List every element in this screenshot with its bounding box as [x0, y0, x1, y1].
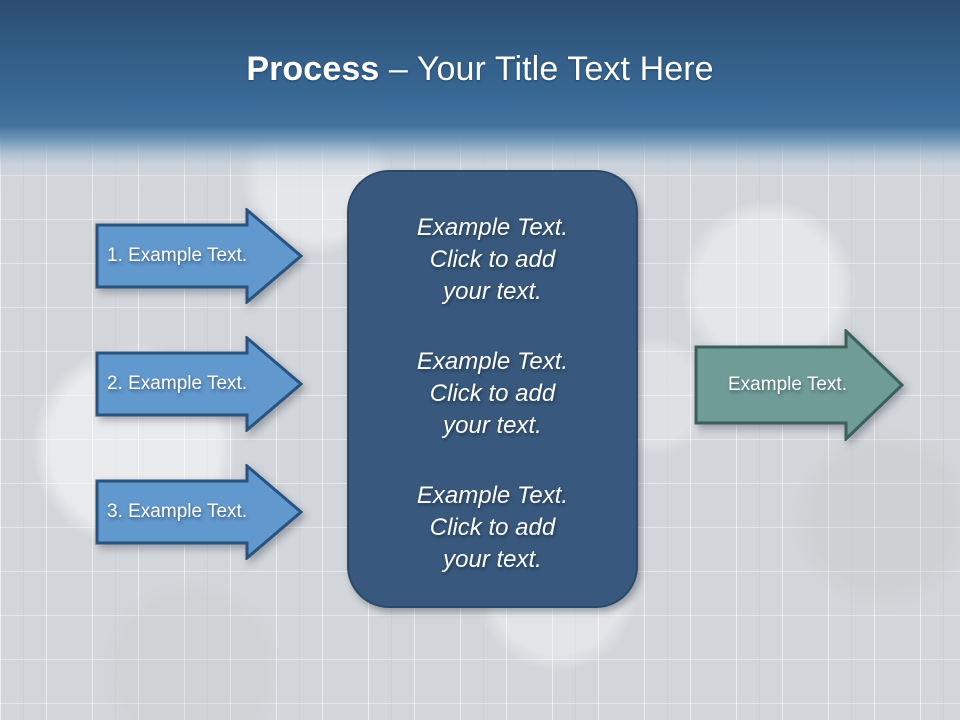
arrow-right-blue-icon: [95, 464, 303, 560]
center-text-block-2: Example Text. Click to add your text.: [416, 348, 569, 439]
page-title-bold: Process: [246, 50, 380, 88]
center-text-block-3: Example Text. Click to add your text.: [416, 482, 569, 573]
page-title-rest: – Your Title Text Here: [379, 50, 714, 88]
center-text-block-1: Example Text. Click to add your text.: [416, 214, 569, 305]
result-arrow[interactable]: Example Text.: [694, 329, 904, 441]
process-arrow-3[interactable]: 3. Example Text.: [95, 464, 303, 560]
process-arrow-2[interactable]: 2. Example Text.: [95, 336, 303, 432]
header-band: [0, 0, 960, 190]
arrow-right-blue-icon: [95, 336, 303, 432]
arrow-right-green-icon: [694, 329, 904, 441]
arrow-right-blue-icon: [95, 208, 303, 304]
page-title: Process – Your Title Text Here: [0, 48, 960, 90]
process-arrow-1[interactable]: 1. Example Text.: [95, 208, 303, 304]
center-content-box[interactable]: Example Text. Click to add your text. Ex…: [347, 170, 638, 608]
